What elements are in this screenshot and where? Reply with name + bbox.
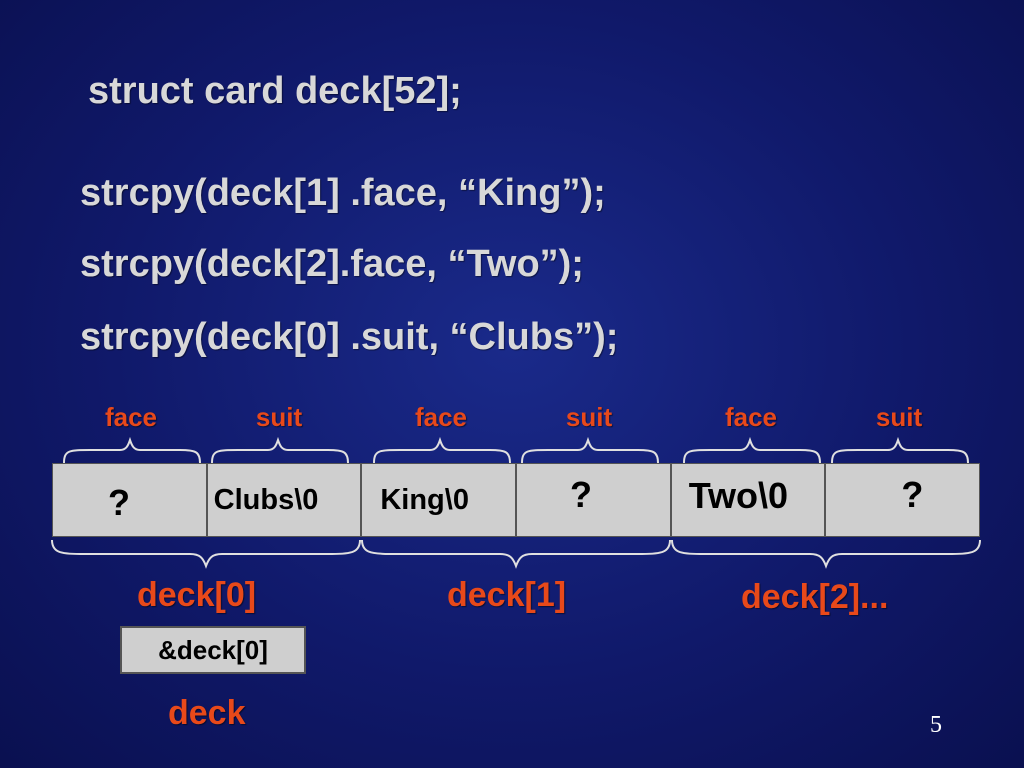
cell-value: Clubs\0 [213, 484, 319, 516]
field-label-suit-0: suit [255, 402, 303, 432]
cell-deck0-face: ? [53, 464, 208, 536]
field-brace [521, 436, 659, 464]
cell-deck1-suit: ? [517, 464, 672, 536]
field-brace [831, 436, 969, 464]
field-brace [683, 436, 821, 464]
cell-value: King\0 [380, 484, 469, 516]
code-line-king: strcpy(deck[1] .face, “King”); [80, 172, 606, 214]
struct-brace [51, 539, 361, 569]
struct-label-deck1: deck[1] [447, 576, 567, 614]
cell-value: Two\0 [688, 475, 789, 516]
field-brace [373, 436, 511, 464]
code-line-clubs: strcpy(deck[0] .suit, “Clubs”); [80, 316, 619, 358]
page-number: 5 [930, 712, 942, 738]
cell-value: ? [108, 482, 130, 523]
pointer-value-box: &deck[0] [120, 626, 306, 674]
cell-deck2-suit: ? [826, 464, 979, 536]
field-label-face-2: face [724, 402, 778, 432]
field-label-suit-1: suit [565, 402, 613, 432]
code-line-two: strcpy(deck[2].face, “Two”); [80, 243, 584, 285]
field-label-face-0: face [104, 402, 158, 432]
field-label-face-1: face [414, 402, 468, 432]
cell-deck1-face: King\0 [362, 464, 518, 536]
struct-brace [361, 539, 671, 569]
cell-value: ? [570, 474, 593, 515]
cell-deck0-suit: Clubs\0 [208, 464, 363, 536]
cell-deck2-face: Two\0 [672, 464, 827, 536]
struct-brace [671, 539, 981, 569]
field-brace [211, 436, 349, 464]
struct-label-deck2: deck[2]... [741, 578, 889, 616]
struct-label-deck0: deck[0] [137, 576, 257, 614]
pointer-label: deck [168, 694, 246, 732]
field-brace [63, 436, 201, 464]
deck-memory-cells: ? Clubs\0 King\0 ? Two\0 ? [52, 463, 980, 537]
cell-value: ? [901, 474, 924, 515]
field-label-suit-2: suit [875, 402, 923, 432]
code-title: struct card deck[52]; [88, 70, 462, 112]
